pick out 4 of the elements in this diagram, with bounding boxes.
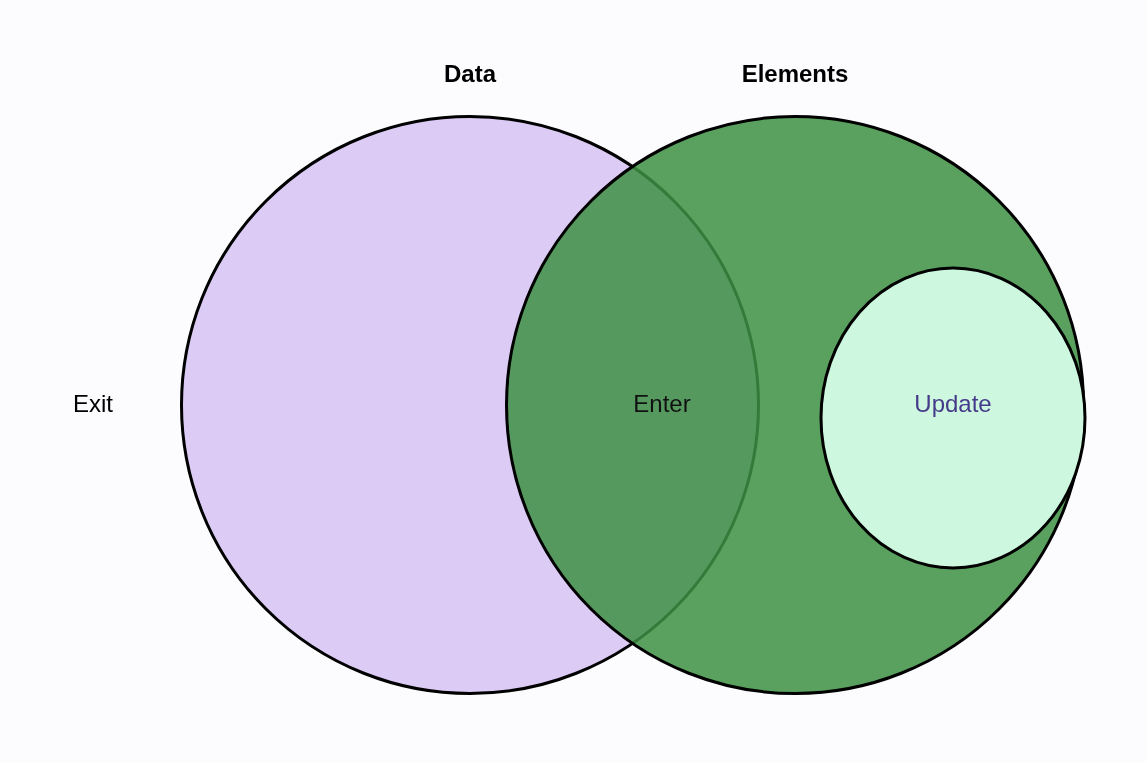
- set-title: Elements: [740, 60, 850, 88]
- region-label: Exit: [73, 390, 113, 418]
- region-label: Enter: [633, 390, 691, 418]
- region-label: Update: [914, 390, 992, 418]
